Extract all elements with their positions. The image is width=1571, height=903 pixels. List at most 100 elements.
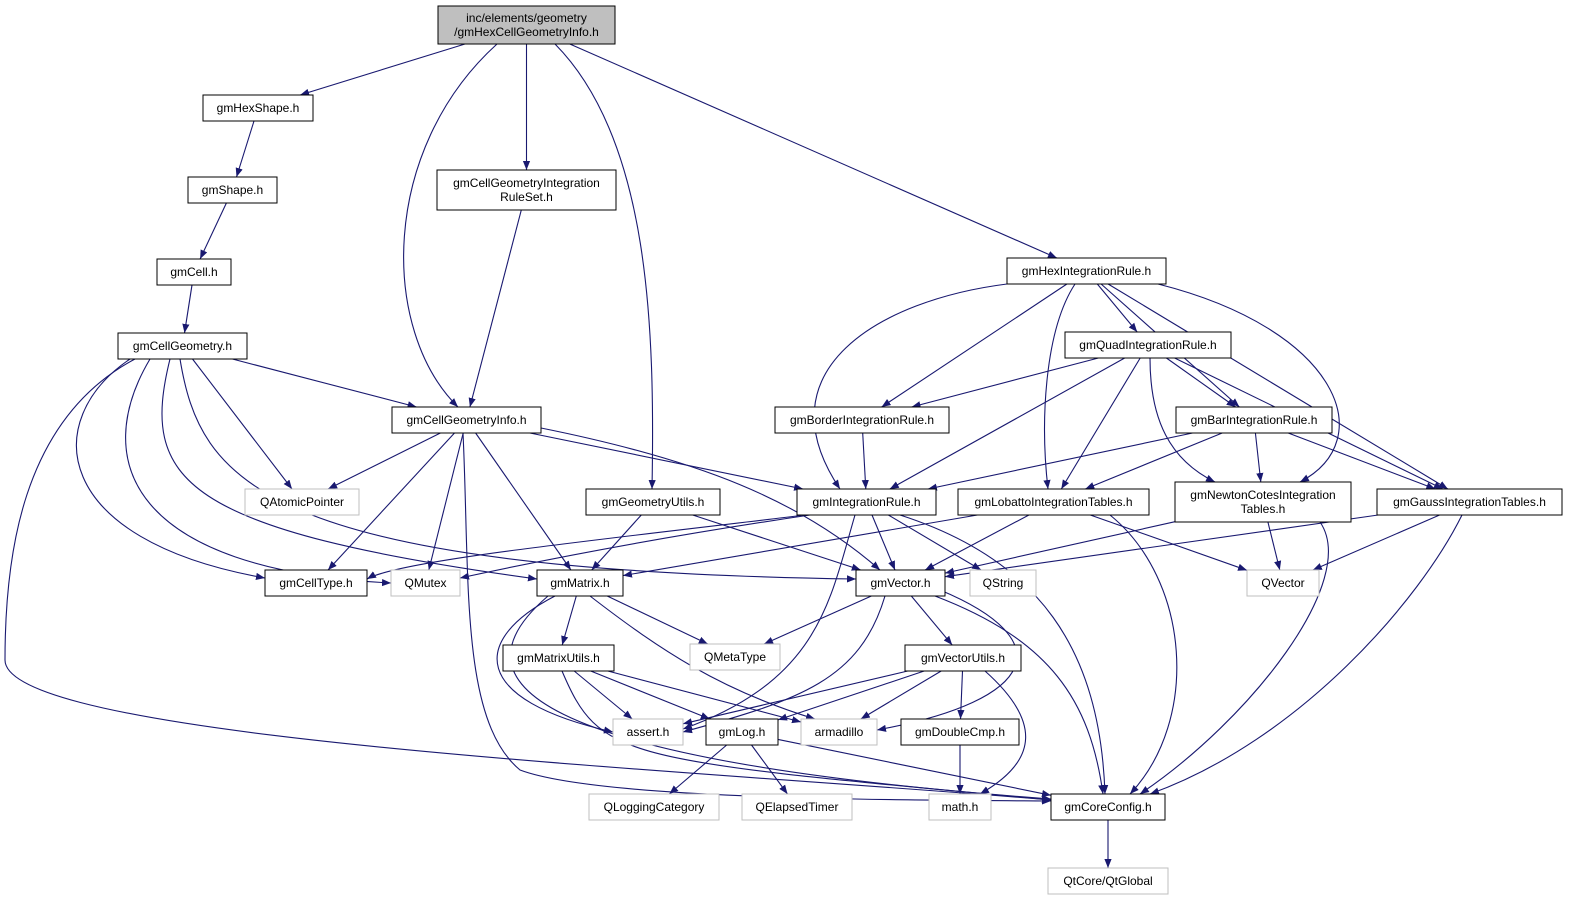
edge-matrix-to-coreconfig	[510, 595, 1052, 802]
node-vectorutils[interactable]: gmVectorUtils.h	[904, 644, 1022, 672]
node-celltype[interactable]: gmCellType.h	[264, 569, 368, 597]
edge-cellgeometry-to-matrix	[161, 358, 538, 582]
node-label: gmCoreConfig.h	[1064, 800, 1151, 814]
node-assert[interactable]: assert.h	[612, 718, 684, 746]
node-qtglobal[interactable]: QtCore/QtGlobal	[1047, 867, 1169, 895]
node-matrixutils[interactable]: gmMatrixUtils.h	[502, 644, 615, 672]
edge-matrix-to-assert	[496, 595, 614, 734]
edge-cellgeometry-to-vector	[179, 358, 857, 583]
edge-lobatto-to-coreconfig	[1109, 514, 1178, 795]
edge-vectorutils-to-math	[979, 670, 1027, 795]
node-doublecmp[interactable]: gmDoubleCmp.h	[900, 718, 1020, 746]
edge-cellgeometry-to-celltype	[75, 358, 266, 580]
node-cellgeometry[interactable]: gmCellGeometry.h	[117, 332, 248, 360]
node-borderint[interactable]: gmBorderIntegrationRule.h	[774, 406, 950, 434]
node-qstring[interactable]: QString	[969, 569, 1037, 597]
node-armadillo[interactable]: armadillo	[800, 718, 878, 746]
node-cell[interactable]: gmCell.h	[156, 258, 232, 286]
edge-matrixutils-to-assert	[573, 670, 633, 720]
edge-barint-to-gauss	[1288, 432, 1436, 490]
node-label: gmShape.h	[202, 183, 263, 197]
node-quadint[interactable]: gmQuadIntegrationRule.h	[1064, 331, 1232, 359]
node-log[interactable]: gmLog.h	[705, 718, 779, 746]
node-label: QMutex	[404, 576, 446, 590]
edge-root-to-hexshape	[299, 43, 466, 96]
node-layer: inc/elements/geometry/gmHexCellGeometryI…	[117, 5, 1563, 895]
node-label: gmDoubleCmp.h	[915, 725, 1005, 739]
edge-gauss-to-vector	[944, 514, 1379, 579]
edge-intrule-to-qstring	[888, 514, 982, 571]
node-shape[interactable]: gmShape.h	[187, 176, 278, 204]
edge-intrule-to-coreconfig	[899, 514, 1109, 795]
edge-lobatto-to-matrix	[622, 514, 978, 578]
node-label: gmLobattoIntegrationTables.h	[974, 495, 1132, 509]
edge-newton-to-vector	[944, 521, 1176, 575]
node-intrule[interactable]: gmIntegrationRule.h	[796, 488, 937, 516]
edge-cellgeometryinfo-to-intrule	[529, 432, 804, 491]
edge-lobatto-to-vector	[924, 514, 1030, 571]
edge-shape-to-cell	[199, 202, 227, 260]
node-label: QLoggingCategory	[604, 800, 705, 814]
edge-hexint-to-newton	[1157, 283, 1340, 483]
node-cellgeometryinfo[interactable]: gmCellGeometryInfo.h	[391, 406, 542, 434]
edge-intrule-to-assert	[682, 514, 856, 730]
node-label: gmGeometryUtils.h	[602, 495, 705, 509]
edge-log-to-qlogging	[668, 744, 728, 795]
edge-borderint-to-intrule	[861, 432, 869, 490]
node-label: inc/elements/geometry	[466, 11, 587, 25]
edge-cgirs-to-cellgeometryinfo	[468, 209, 522, 408]
node-qvector[interactable]: QVector	[1246, 569, 1320, 597]
edge-quadint-to-borderint	[911, 357, 1099, 409]
node-qlogging[interactable]: QLoggingCategory	[588, 793, 720, 821]
edge-cellgeometryinfo-to-celltype	[327, 432, 455, 571]
node-barint[interactable]: gmBarIntegrationRule.h	[1175, 406, 1333, 434]
node-qatomic[interactable]: QAtomicPointer	[244, 488, 360, 516]
edge-cellgeometry-to-cellgeometryinfo	[232, 358, 417, 409]
node-vector[interactable]: gmVector.h	[855, 569, 946, 597]
edge-matrix-to-qmetatype	[606, 595, 709, 645]
edge-newton-to-coreconfig	[1139, 521, 1329, 795]
edge-cellgeometryinfo-to-matrix	[475, 432, 572, 571]
edge-log-to-qelapsed	[751, 744, 788, 795]
node-label: /gmHexCellGeometryInfo.h	[454, 25, 599, 39]
node-root[interactable]: inc/elements/geometry/gmHexCellGeometryI…	[437, 5, 616, 45]
node-hexshape[interactable]: gmHexShape.h	[202, 94, 314, 122]
edge-cellgeometryinfo-to-coreconfig	[462, 432, 1052, 805]
edge-root-to-hexint	[569, 43, 1058, 259]
node-lobatto[interactable]: gmLobattoIntegrationTables.h	[957, 488, 1150, 516]
node-coreconfig[interactable]: gmCoreConfig.h	[1050, 793, 1166, 821]
edge-gauss-to-coreconfig	[1149, 514, 1463, 795]
node-qmutex[interactable]: QMutex	[390, 569, 461, 597]
node-label: gmCellGeometryInfo.h	[406, 413, 526, 427]
node-geometryutils[interactable]: gmGeometryUtils.h	[585, 488, 721, 516]
node-hexint[interactable]: gmHexIntegrationRule.h	[1006, 257, 1167, 285]
node-label: gmVector.h	[870, 576, 930, 590]
edge-matrixutils-to-coreconfig	[561, 670, 1052, 803]
node-gauss[interactable]: gmGaussIntegrationTables.h	[1376, 488, 1563, 516]
node-qelapsed[interactable]: QElapsedTimer	[741, 793, 853, 821]
node-label: gmVectorUtils.h	[921, 651, 1005, 665]
node-matrix[interactable]: gmMatrix.h	[536, 569, 624, 597]
edge-intrule-to-celltype	[366, 514, 806, 580]
node-label: armadillo	[815, 725, 864, 739]
edge-hexint-to-gauss	[1107, 283, 1449, 490]
node-math[interactable]: math.h	[928, 793, 992, 821]
node-label: gmCell.h	[170, 265, 217, 279]
edge-hexint-to-borderint	[881, 283, 1068, 408]
node-qmetatype[interactable]: QMetaType	[689, 643, 781, 671]
node-label: QAtomicPointer	[260, 495, 344, 509]
edge-matrix-to-matrixutils	[561, 595, 577, 646]
edge-vectorutils-to-doublecmp	[957, 670, 965, 720]
edge-cellgeometry-to-coreconfig	[4, 358, 1052, 803]
node-label: gmCellGeometryIntegration	[453, 176, 600, 190]
node-label: math.h	[942, 800, 979, 814]
edge-quadint-to-intrule	[889, 357, 1125, 490]
edge-matrixutils-to-log	[590, 670, 711, 720]
edge-cellgeometryinfo-to-qatomic	[327, 432, 441, 490]
node-label: QVector	[1261, 576, 1304, 590]
node-label: gmBorderIntegrationRule.h	[790, 413, 934, 427]
node-label: QString	[983, 576, 1024, 590]
